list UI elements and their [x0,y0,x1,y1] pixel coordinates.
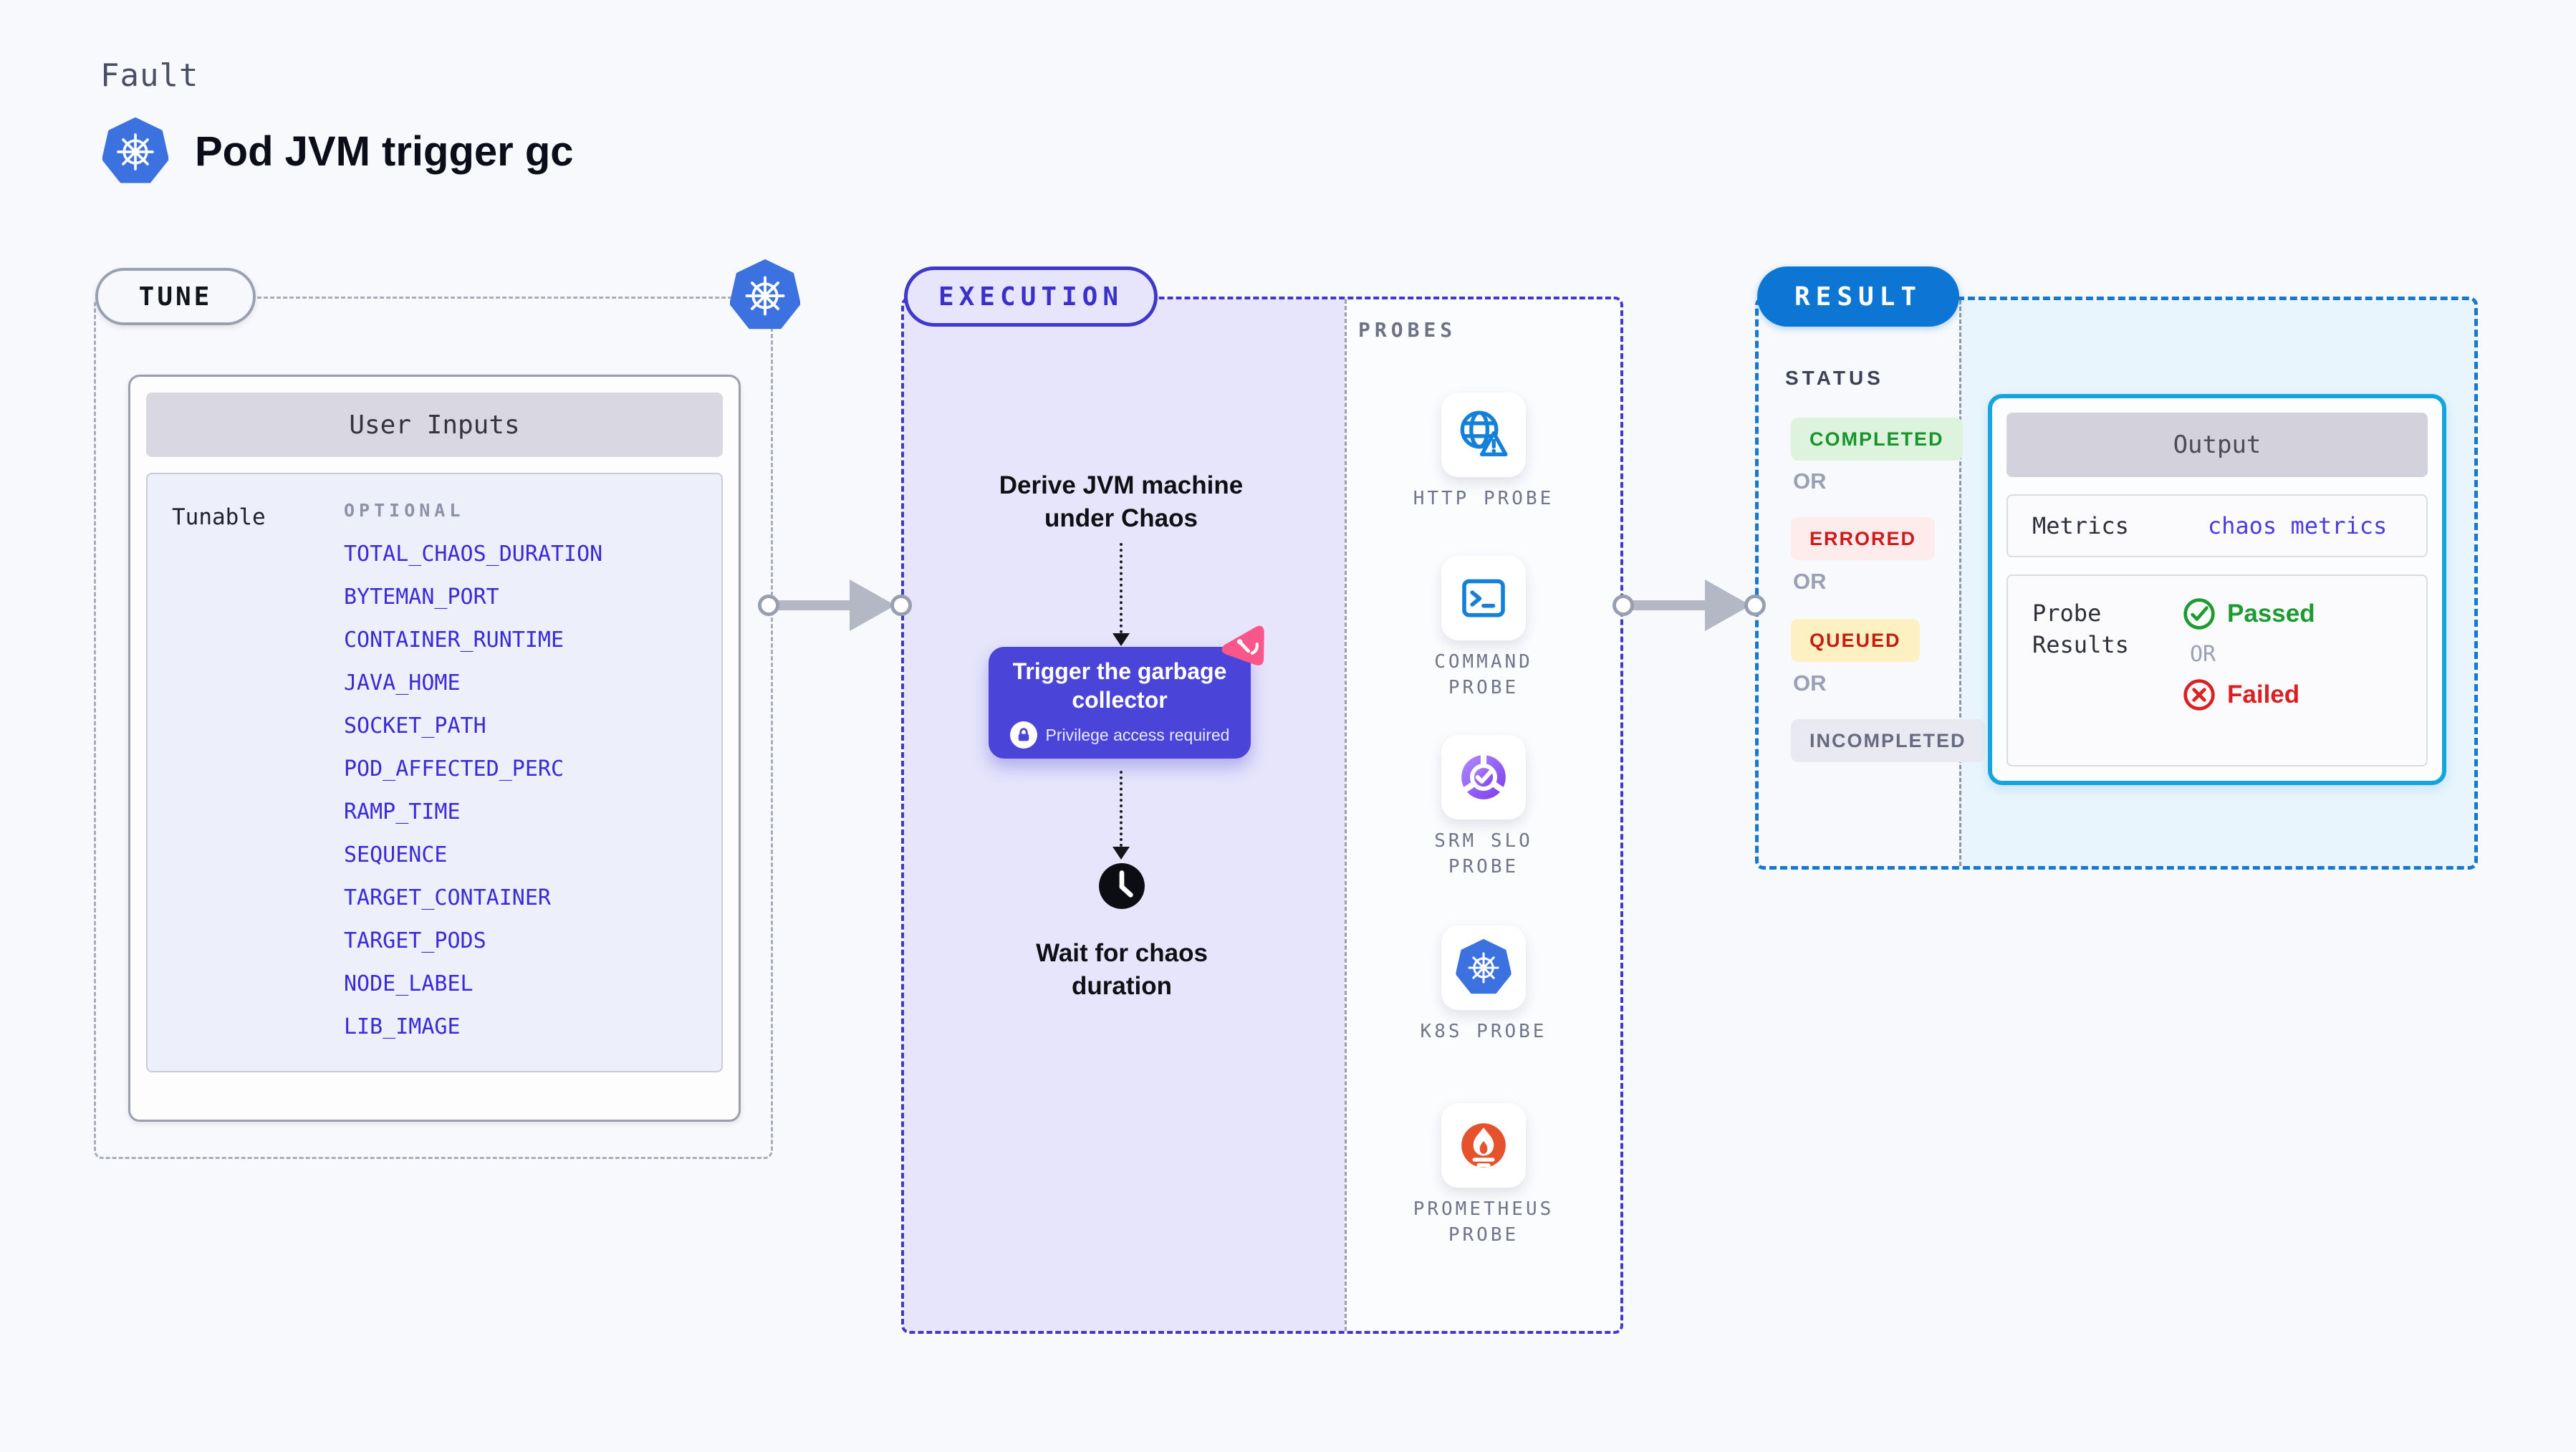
status-badge-incompleted: INCOMPLETED [1791,719,1985,762]
trigger-gc-label: Trigger the garbage collector [1012,658,1227,713]
probe-card-command [1441,556,1526,640]
execution-badge: EXECUTION [904,266,1158,327]
execution-section [901,297,1623,1334]
param-item: LIB_IMAGE [344,1014,461,1039]
dotted-arrow-head-icon [1112,633,1130,646]
or-label: OR [1793,468,1827,494]
x-circle-icon [2183,679,2215,711]
param-item: NODE_LABEL [344,971,474,996]
tunable-list: Tunable OPTIONAL TOTAL_CHAOS_DURATION BY… [146,473,723,1072]
status-badge-queued: QUEUED [1791,619,1920,662]
page-title: Pod JVM trigger gc [195,128,574,175]
lock-icon [1009,721,1037,749]
or-label: OR [1793,670,1827,696]
param-item: BYTEMAN_PORT [344,585,499,610]
arrow-shaft [1626,600,1711,610]
param-item: POD_AFFECTED_PERC [344,756,564,782]
terminal-icon [1462,579,1505,617]
dotted-connector [1120,771,1123,847]
or-label: OR [1793,569,1827,594]
probe-results-label: Probe Results [2032,600,2129,658]
wait-step-label: Wait for chaos duration [1036,939,1208,1000]
chaos-spark-icon [1221,625,1264,665]
user-inputs-card: User Inputs Tunable OPTIONAL TOTAL_CHAOS… [128,375,741,1122]
probes-heading: PROBES [1358,318,1457,342]
probe-label: K8S PROBE [1420,1021,1547,1042]
param-item: TOTAL_CHAOS_DURATION [344,542,603,567]
probe-card-prometheus [1441,1103,1526,1188]
probe-card-http [1441,393,1526,477]
or-label: OR [2190,642,2216,667]
param-item: TARGET_PODS [344,928,486,953]
dotted-connector [1120,543,1123,633]
metrics-label: Metrics [2032,512,2129,539]
param-item: RAMP_TIME [344,799,461,824]
connector-dot [890,595,912,616]
slo-donut-check-icon [1460,752,1507,799]
privilege-note: Privilege access required [1045,725,1230,744]
arrow-head-icon [1705,580,1751,631]
tunable-label: Tunable [172,504,266,530]
arrow-shaft [771,600,854,610]
prometheus-flame-icon [1461,1123,1506,1168]
dotted-arrow-head-icon [1112,847,1130,860]
user-inputs-header: User Inputs [146,393,723,457]
param-list: TOTAL_CHAOS_DURATION BYTEMAN_PORT CONTAI… [344,542,721,1039]
connector-dot [758,595,779,616]
probe-card-srm-slo [1441,735,1526,819]
connector-dot [1613,595,1634,616]
probe-label: PROMETHEUS PROBE [1413,1198,1554,1246]
execution-flow-area [904,299,1345,1331]
kubernetes-icon [102,117,169,186]
status-heading: STATUS [1785,367,1884,389]
param-item: SOCKET_PATH [344,713,486,739]
kubernetes-icon [1456,939,1512,996]
check-circle-icon [2183,598,2215,630]
derive-step-label: Derive JVM machine under Chaos [999,471,1244,532]
output-card: Output Metrics chaos metrics Probe Resul… [1988,394,2446,785]
trigger-gc-button: Trigger the garbage collector Privilege … [989,647,1251,759]
failed-label: Failed [2227,681,2300,708]
probe-label: COMMAND PROBE [1434,651,1533,698]
arrow-head-icon [850,580,895,631]
globe-alert-icon [1460,410,1508,456]
metrics-value: chaos metrics [2207,512,2388,539]
probe-label: SRM SLO PROBE [1434,830,1533,878]
result-badge: RESULT [1757,266,1959,327]
output-header: Output [2007,413,2428,477]
probe-label: HTTP PROBE [1413,488,1554,509]
status-badge-completed: COMPLETED [1791,418,1963,461]
param-item: TARGET_CONTAINER [344,885,551,910]
tune-section [94,297,773,1159]
param-item: SEQUENCE [344,842,448,867]
passed-label: Passed [2227,600,2315,628]
clock-icon [1099,863,1145,909]
metrics-row: Metrics chaos metrics [2007,494,2428,557]
status-badge-errored: ERRORED [1791,517,1936,560]
optional-column-label: OPTIONAL [344,500,465,521]
connector-dot [1744,595,1766,616]
tune-badge: TUNE [95,268,256,325]
probe-results-row: Probe Results Passed OR Faile [2007,574,2428,766]
fault-kicker: Fault [100,57,199,94]
param-item: JAVA_HOME [344,670,461,696]
param-item: CONTAINER_RUNTIME [344,628,564,653]
kubernetes-icon [729,259,801,332]
probe-card-k8s [1441,925,1526,1010]
